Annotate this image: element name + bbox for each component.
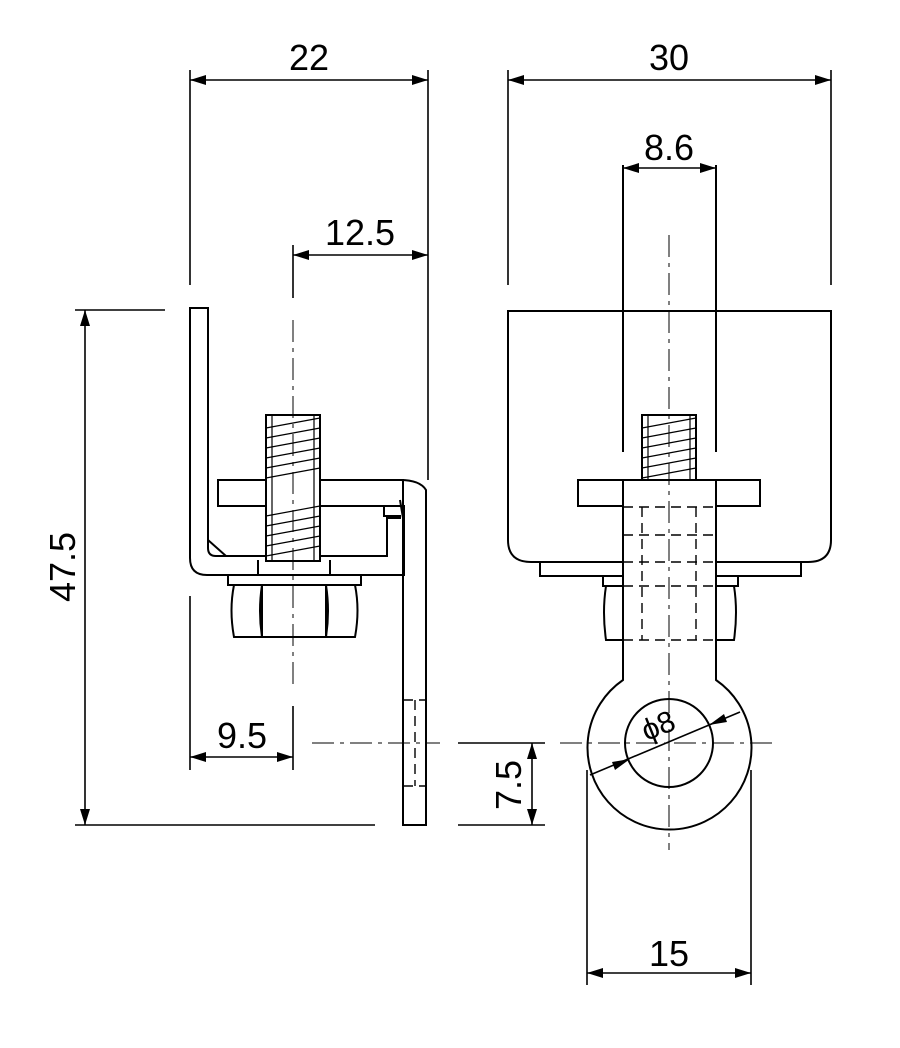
side-lower-washer [227,574,362,586]
dim-front-eye-width: 15 [649,933,689,974]
side-nut-curve-2 [325,584,329,638]
dim-side-width: 22 [289,37,329,78]
dim-side-hole-height: 7.5 [488,760,529,810]
front-view [507,165,832,850]
dim-side-bolt-offset: 12.5 [325,212,395,253]
front-hidden-lines [623,506,716,641]
side-dimensions: 22 12.5 47.5 9.5 7.5 [42,37,545,826]
side-hanger-strip [399,479,427,826]
dim-side-bolt-from-left: 9.5 [217,715,267,756]
side-bracket-plate [189,307,405,576]
front-bracket-body [507,310,832,563]
side-nut-curve-1 [259,584,263,638]
side-view [189,307,440,826]
side-weld [207,539,227,557]
dim-front-slot-width: 8.6 [644,127,694,168]
front-dimensions: 30 8.6 ϕ8 15 [507,37,832,985]
side-hex-nut [230,584,359,638]
dim-side-height: 47.5 [42,532,83,602]
dim-front-width: 30 [649,37,689,78]
